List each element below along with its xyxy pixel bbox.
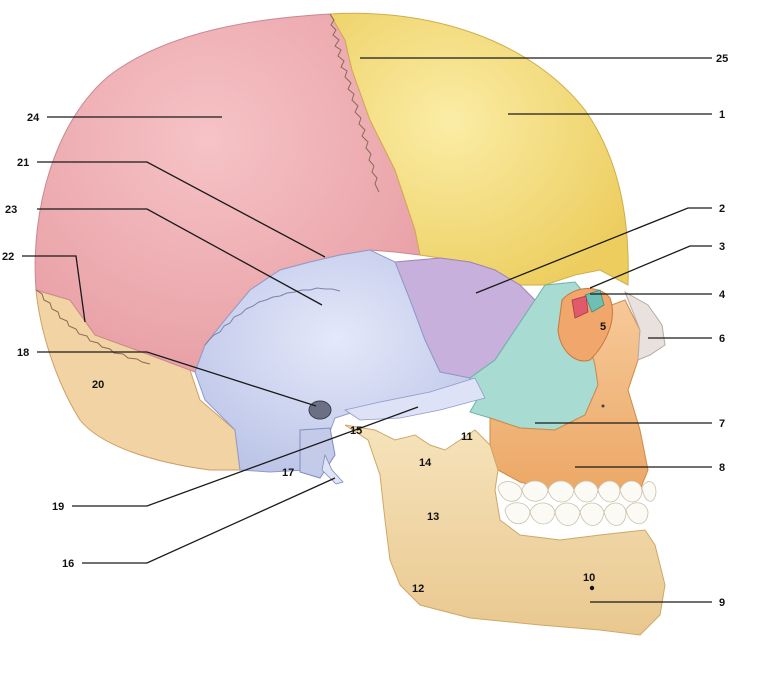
- upper-teeth: [497, 480, 657, 503]
- label-8: 8: [719, 462, 725, 474]
- zygomatic-arch: [344, 377, 486, 421]
- label-17: 17: [282, 467, 294, 479]
- leader-23: [37, 208, 323, 306]
- leader-lines: [22, 57, 712, 603]
- label-10: 10: [583, 572, 595, 584]
- label-16: 16: [62, 558, 74, 570]
- label-19: 19: [52, 501, 64, 513]
- label-25: 25: [716, 53, 728, 65]
- lambdoid-suture: [35, 289, 151, 365]
- label-14: 14: [419, 457, 432, 469]
- coronal-suture: [329, 13, 380, 193]
- label-1: 1: [719, 109, 725, 121]
- label-9: 9: [719, 597, 725, 609]
- lower-teeth: [504, 502, 649, 526]
- label-21: 21: [17, 157, 29, 169]
- label-22: 22: [2, 251, 14, 263]
- lacrimal-bone: [584, 289, 605, 313]
- label-2: 2: [719, 203, 725, 215]
- squamosal-suture: [204, 287, 341, 346]
- label-7: 7: [719, 418, 725, 430]
- label-13: 13: [427, 511, 439, 523]
- leader-16: [82, 477, 336, 564]
- leader-22: [22, 255, 86, 323]
- leader-21: [37, 161, 326, 258]
- label-3: 3: [719, 241, 725, 253]
- infraorbital-foramen: [601, 404, 605, 408]
- ethmoid-bone: [571, 295, 589, 319]
- label-11: 11: [461, 431, 473, 443]
- leader-3: [589, 245, 712, 289]
- leader-2: [475, 207, 712, 294]
- outer-labels: 25 1 2 3 4 6 7 8 9 24 21 23 22 18 19 16: [2, 53, 728, 609]
- label-6: 6: [719, 333, 725, 345]
- mental-foramen: [589, 585, 595, 591]
- label-4: 4: [719, 289, 726, 301]
- external-acoustic-meatus: [308, 400, 332, 420]
- label-24: 24: [27, 112, 40, 124]
- label-15: 15: [350, 425, 362, 437]
- label-20: 20: [92, 379, 104, 391]
- leader-18: [37, 351, 317, 407]
- styloid-process: [321, 453, 344, 485]
- inner-labels: 5 20 15 11 14 17 13 12 10: [92, 321, 606, 595]
- nasal-bone: [624, 290, 666, 361]
- label-12: 12: [412, 583, 424, 595]
- leader-19: [72, 406, 419, 507]
- mandible-bone: [344, 424, 666, 636]
- label-18: 18: [17, 347, 29, 359]
- label-23: 23: [5, 204, 17, 216]
- label-5: 5: [600, 321, 606, 333]
